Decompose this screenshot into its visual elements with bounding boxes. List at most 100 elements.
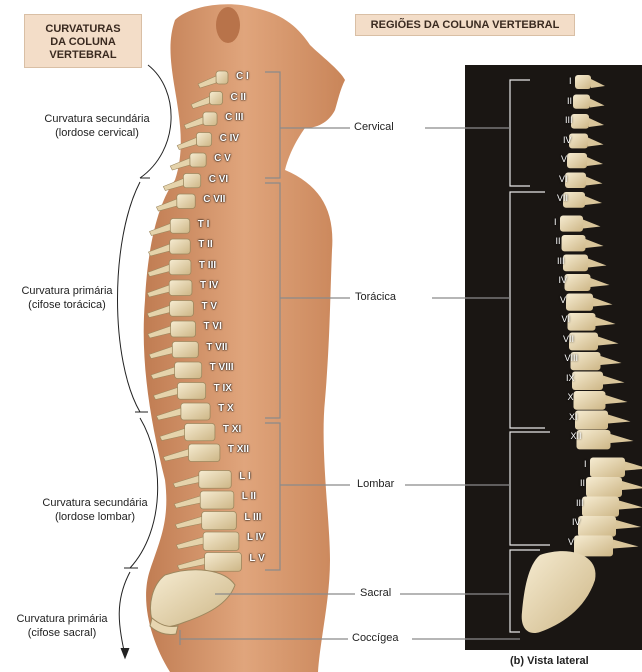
- region-label-thoracic: Torácica: [353, 291, 398, 303]
- vertebra-label: T XI: [223, 424, 241, 435]
- photo-vertebra: [590, 458, 625, 478]
- photo-vertebra: [568, 313, 596, 331]
- photo-vertebra: [575, 411, 608, 430]
- photo-vertebra-label: II: [580, 478, 585, 488]
- photo-vertebra-label: VI: [559, 174, 568, 184]
- vertebra-label: L III: [244, 512, 261, 523]
- photo-vertebra-label: IV: [559, 275, 568, 285]
- vertebra-body: [216, 71, 228, 84]
- vertebra-body: [188, 444, 219, 462]
- photo-vertebra-label: III: [576, 498, 584, 508]
- lumbar-curve-line: [130, 418, 158, 568]
- photo-vertebra: [566, 294, 593, 311]
- photo-vertebra-label: I: [554, 217, 557, 227]
- vertebra-label: C V: [214, 153, 231, 164]
- vertebra-label: C IV: [220, 133, 239, 144]
- photo-vertebra-label: V: [568, 537, 574, 547]
- photo-vertebra-label: X: [568, 392, 574, 402]
- photo-vertebra: [565, 173, 586, 189]
- vertebra-label: L II: [242, 491, 256, 502]
- photo-vertebra-label: IV: [563, 135, 572, 145]
- photo-vertebra-label: VI: [562, 314, 571, 324]
- sacral-curve-arrow: [121, 648, 129, 658]
- vertebra-label: T IV: [200, 280, 218, 291]
- curvature-label-sacral: Curvatura primária (cifose sacral): [2, 612, 122, 640]
- photo-vertebra-label: XI: [569, 412, 578, 422]
- photo-vertebra: [582, 497, 619, 517]
- vertebra-label: T I: [198, 219, 210, 230]
- photo-vertebra: [565, 274, 591, 291]
- curvature-label-line: (cifose sacral): [2, 626, 122, 640]
- curvatures-title-line3: VERTEBRAL: [31, 49, 135, 62]
- photo-vertebra-label: III: [565, 115, 573, 125]
- vertebra-body: [203, 532, 239, 551]
- photo-vertebra-label: IV: [572, 517, 581, 527]
- vertebra-body: [199, 471, 232, 489]
- vertebra-label: T VII: [206, 342, 227, 353]
- photo-vertebra-label: II: [567, 96, 572, 106]
- vertebra-body: [169, 280, 192, 296]
- vertebra-label: C VII: [203, 194, 225, 205]
- vertebra-body: [196, 133, 211, 147]
- photo-vertebra: [567, 153, 587, 168]
- vertebra-label: C VI: [209, 174, 228, 185]
- vertebra-body: [202, 512, 237, 530]
- photo-vertebra-label: VII: [563, 334, 574, 344]
- vertebra-label: T III: [199, 260, 216, 271]
- curvature-label-line: Curvatura primária: [2, 284, 132, 298]
- photo-vertebra-label: V: [560, 295, 566, 305]
- vertebra-body: [200, 491, 234, 509]
- vertebra-body: [177, 194, 195, 209]
- curvature-label-line: (lordose cervical): [22, 126, 172, 140]
- photo-vertebra: [560, 216, 583, 232]
- vertebra-label: C II: [231, 92, 247, 103]
- photo-vertebra: [575, 75, 591, 89]
- vertebra-body: [177, 383, 205, 400]
- vertebra-body: [190, 153, 206, 167]
- curvatures-title-line1: CURVATURAS: [31, 23, 135, 36]
- photo-vertebra-label: VII: [557, 193, 568, 203]
- photo-vertebra: [586, 477, 622, 497]
- photo-vertebra: [574, 391, 606, 410]
- vertebra-body: [172, 342, 198, 358]
- photo-vertebra-label: VIII: [565, 353, 579, 363]
- photo-vertebra-label: I: [569, 76, 572, 86]
- regions-title: REGIÕES DA COLUNA VERTEBRAL: [355, 14, 575, 36]
- vertebra-body: [169, 260, 191, 275]
- vertebra-label: L IV: [247, 532, 265, 543]
- photo-vertebra: [562, 235, 586, 251]
- curvature-label-line: Curvatura primária: [2, 612, 122, 626]
- region-label-cervical: Cervical: [352, 121, 396, 133]
- vertebra-body: [183, 174, 200, 188]
- vertebra-body: [170, 239, 191, 254]
- vertebra-body: [181, 403, 210, 420]
- figure-caption: (b) Vista lateral: [510, 655, 589, 667]
- vertebra-label: C I: [236, 71, 249, 82]
- photo-vertebra: [571, 114, 589, 129]
- region-label-sacral: Sacral: [358, 587, 393, 599]
- photo-vertebra: [578, 516, 616, 537]
- vertebra-body: [205, 553, 242, 572]
- vertebra-label: L I: [239, 471, 250, 482]
- curvature-label-line: (cifose torácica): [2, 298, 132, 312]
- curvature-label-line: (lordose lombar): [20, 510, 170, 524]
- vertebra-label: T X: [218, 403, 234, 414]
- vertebra-label: T VI: [204, 321, 222, 332]
- photo-vertebra: [574, 536, 613, 557]
- vertebra-body: [209, 92, 222, 105]
- vertebra-label: T XII: [228, 444, 249, 455]
- photo-vertebra-label: V: [561, 154, 567, 164]
- region-label-coccygeal: Coccígea: [350, 632, 400, 644]
- photo-vertebra-label: III: [557, 256, 565, 266]
- vertebra-body: [170, 301, 194, 317]
- vertebra-label: T V: [201, 301, 217, 312]
- photo-vertebra-label: I: [584, 459, 587, 469]
- vertebra-body: [185, 424, 215, 441]
- vertebra-label: T IX: [214, 383, 232, 394]
- vertebra-label: C III: [225, 112, 243, 123]
- curvature-label-cervical: Curvatura secundária (lordose cervical): [22, 112, 172, 140]
- vertebra-label: T VIII: [210, 362, 234, 373]
- vertebra-body: [203, 112, 217, 126]
- vertebra-body: [175, 362, 202, 379]
- photo-vertebra: [563, 255, 588, 272]
